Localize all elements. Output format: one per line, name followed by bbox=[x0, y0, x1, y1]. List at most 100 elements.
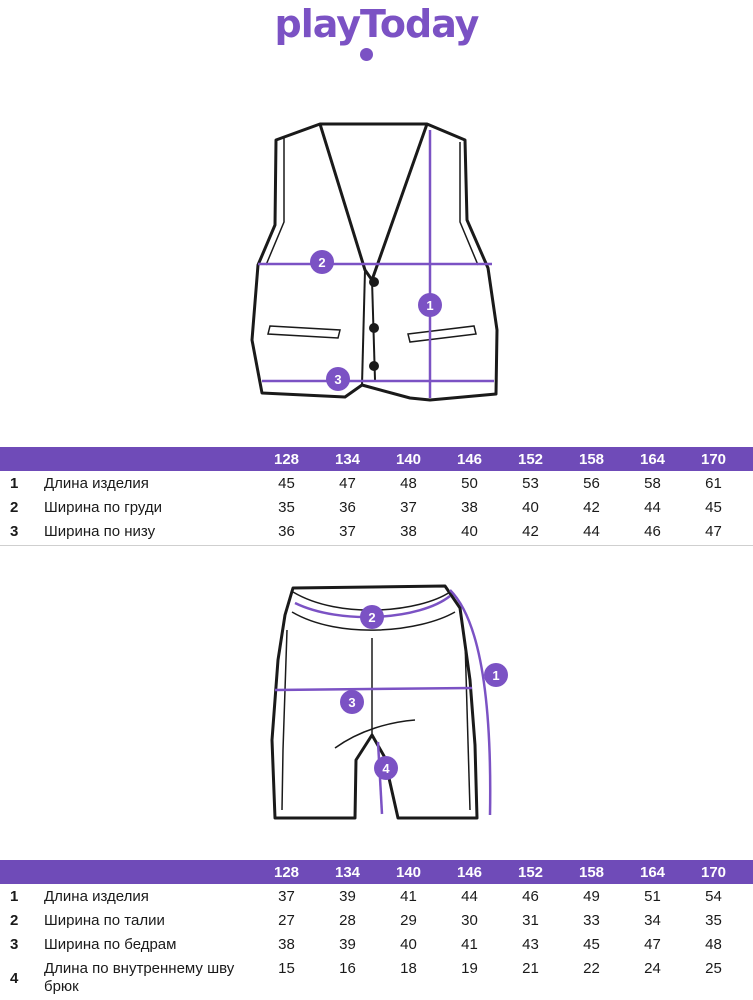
size-header-cell: 158 bbox=[578, 863, 605, 881]
table-cell: 39 bbox=[339, 888, 356, 905]
vest-size-table: 128 134 140 146 152 158 164 170 1 Длина … bbox=[0, 447, 753, 547]
size-header-cell: 146 bbox=[456, 450, 483, 468]
table-cell: 22 bbox=[583, 960, 600, 977]
row-label: Длина по внутреннему шву брюк bbox=[44, 960, 235, 995]
vest-button bbox=[369, 361, 379, 371]
vest-marker-2: 2 bbox=[318, 255, 325, 270]
brand-logo: playToday bbox=[0, 0, 753, 46]
row-number: 2 bbox=[10, 912, 19, 929]
vest-opening bbox=[361, 269, 366, 386]
table-cell: 47 bbox=[339, 475, 356, 492]
table-cell: 53 bbox=[522, 475, 539, 492]
row-number: 4 bbox=[10, 970, 19, 987]
table-cell: 39 bbox=[339, 936, 356, 953]
size-header-cell: 152 bbox=[517, 450, 544, 468]
table-cell: 40 bbox=[461, 523, 478, 540]
table-cell: 46 bbox=[644, 523, 661, 540]
row-label: Ширина по талии bbox=[44, 912, 165, 929]
table-row: 3 Ширина по низу 36 37 38 40 42 44 46 47 bbox=[0, 523, 753, 547]
table-cell: 15 bbox=[278, 960, 295, 977]
table-cell: 38 bbox=[278, 936, 295, 953]
table-cell: 42 bbox=[522, 523, 539, 540]
brand-logo-dot bbox=[360, 48, 373, 61]
table-cell: 61 bbox=[705, 475, 722, 492]
row-label: Ширина по бедрам bbox=[44, 936, 177, 953]
table-cell: 24 bbox=[644, 960, 661, 977]
row-label: Длина изделия bbox=[44, 888, 149, 905]
size-header-cell: 128 bbox=[273, 450, 300, 468]
size-header-cell: 134 bbox=[334, 863, 361, 881]
vest-button bbox=[369, 323, 379, 333]
table-cell: 44 bbox=[583, 523, 600, 540]
table-cell: 56 bbox=[583, 475, 600, 492]
row-label: Ширина по низу bbox=[44, 523, 156, 540]
row-number: 1 bbox=[10, 888, 19, 905]
size-header-cell: 128 bbox=[273, 863, 300, 881]
size-header-cell: 164 bbox=[639, 863, 666, 881]
table-cell: 25 bbox=[705, 960, 722, 977]
table-cell: 33 bbox=[583, 912, 600, 929]
table-cell: 37 bbox=[400, 499, 417, 516]
size-header-cell: 152 bbox=[517, 863, 544, 881]
row-label: Длина изделия bbox=[44, 475, 149, 492]
table-cell: 21 bbox=[522, 960, 539, 977]
table-cell: 45 bbox=[278, 475, 295, 492]
size-header-cell: 146 bbox=[456, 863, 483, 881]
vest-marker-3: 3 bbox=[334, 372, 341, 387]
table-cell: 37 bbox=[278, 888, 295, 905]
table-cell: 36 bbox=[339, 499, 356, 516]
table-cell: 48 bbox=[400, 475, 417, 492]
table-cell: 46 bbox=[522, 888, 539, 905]
table-cell: 18 bbox=[400, 960, 417, 977]
table-cell: 41 bbox=[400, 888, 417, 905]
size-header-cell: 134 bbox=[334, 450, 361, 468]
table-row: 1 Длина изделия 45 47 48 50 53 56 58 61 bbox=[0, 475, 753, 499]
table-cell: 44 bbox=[644, 499, 661, 516]
table-cell: 41 bbox=[461, 936, 478, 953]
table-row: 2 Ширина по талии 27 28 29 30 31 33 34 3… bbox=[0, 912, 753, 936]
table-cell: 40 bbox=[400, 936, 417, 953]
vest-size-header: 128 134 140 146 152 158 164 170 bbox=[0, 447, 753, 471]
table-row: 3 Ширина по бедрам 38 39 40 41 43 45 47 … bbox=[0, 936, 753, 960]
table-cell: 58 bbox=[644, 475, 661, 492]
shorts-marker-4: 4 bbox=[382, 761, 390, 776]
shorts-size-table: 128 134 140 146 152 158 164 170 1 Длина … bbox=[0, 860, 753, 1000]
vest-pocket-right bbox=[407, 325, 477, 343]
vest-diagram: 1 2 3 bbox=[250, 122, 499, 402]
table-cell: 16 bbox=[339, 960, 356, 977]
vest-neckline bbox=[318, 123, 429, 282]
shorts-marker-2: 2 bbox=[368, 610, 375, 625]
table-row: 1 Длина изделия 37 39 41 44 46 49 51 54 bbox=[0, 888, 753, 912]
table-cell: 19 bbox=[461, 960, 478, 977]
table-cell: 30 bbox=[461, 912, 478, 929]
table-row: 4 Длина по внутреннему шву брюк 15 16 18… bbox=[0, 960, 753, 1000]
row-number: 2 bbox=[10, 499, 19, 516]
vest-marker-1: 1 bbox=[426, 298, 433, 313]
shorts-marker-1: 1 bbox=[492, 668, 499, 683]
table-cell: 27 bbox=[278, 912, 295, 929]
row-number: 3 bbox=[10, 523, 19, 540]
table-cell: 44 bbox=[461, 888, 478, 905]
table-cell: 37 bbox=[339, 523, 356, 540]
table-cell: 38 bbox=[400, 523, 417, 540]
shorts-marker-3: 3 bbox=[348, 695, 355, 710]
brand-logo-text: playToday bbox=[274, 2, 480, 46]
size-header-cell: 140 bbox=[395, 863, 422, 881]
vest-pocket-left bbox=[267, 325, 341, 339]
table-cell: 49 bbox=[583, 888, 600, 905]
table-cell: 45 bbox=[583, 936, 600, 953]
table-cell: 45 bbox=[705, 499, 722, 516]
table-cell: 29 bbox=[400, 912, 417, 929]
vest-button bbox=[369, 277, 379, 287]
table-cell: 51 bbox=[644, 888, 661, 905]
shorts-size-header: 128 134 140 146 152 158 164 170 bbox=[0, 860, 753, 884]
section-divider bbox=[0, 545, 753, 546]
size-header-cell: 164 bbox=[639, 450, 666, 468]
table-cell: 47 bbox=[644, 936, 661, 953]
table-cell: 47 bbox=[705, 523, 722, 540]
shorts-diagram: 1 2 3 4 bbox=[270, 584, 508, 820]
table-row: 2 Ширина по груди 35 36 37 38 40 42 44 4… bbox=[0, 499, 753, 523]
table-cell: 35 bbox=[278, 499, 295, 516]
size-header-cell: 170 bbox=[700, 863, 727, 881]
table-cell: 35 bbox=[705, 912, 722, 929]
